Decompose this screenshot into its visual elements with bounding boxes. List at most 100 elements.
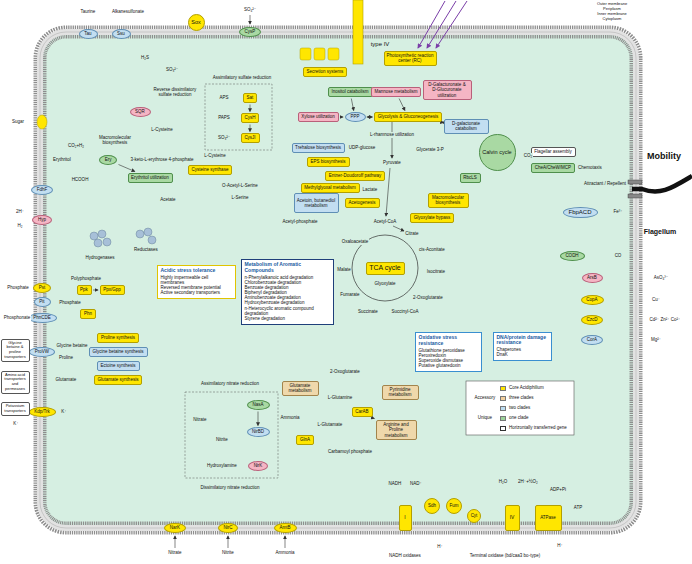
node-text: Macromolecular biosynthesis: [431, 195, 466, 205]
node-text: D-galactonate catabolism: [447, 121, 486, 131]
annotation-label: Ammonia: [280, 415, 300, 420]
annotation-label: CO₂+H₂: [67, 143, 84, 148]
pathway-connector: [351, 99, 353, 111]
annotation-label: Nitrite: [216, 437, 229, 442]
annotation-label: Nitrate: [168, 550, 182, 555]
annotation-label: L-Cysteine: [204, 153, 227, 158]
pathway-box: Glyoxylate bypass: [410, 213, 454, 223]
annotation-label: H₂S: [140, 55, 149, 60]
pathway-box: Glycine betaine synthesis: [89, 347, 148, 357]
node-text: Amino acid transporters and permeases: [4, 373, 27, 391]
reaction-arrow: [392, 122, 393, 158]
annotation-label: Proline: [58, 355, 73, 360]
transporter-oval: ArsB: [582, 273, 603, 283]
pathway-box: Trehalose biosynthesis: [292, 143, 345, 153]
pathway-box: Phn: [80, 309, 96, 319]
node-text: n-Heterocyclic aromatic compound degrada…: [245, 306, 330, 316]
transporter-oval: Ery: [99, 155, 117, 165]
legend-text: one clade: [509, 415, 529, 420]
annotation-label: Macromolecular biosynthesis: [94, 135, 135, 145]
annotation-label: SO₄²⁻: [243, 7, 256, 12]
type-iv-pilus: [353, 0, 363, 64]
node-text: NirC: [224, 525, 233, 530]
subunit: [136, 230, 144, 238]
annotation-label: NADH: [388, 481, 402, 486]
annotation-label: APS: [219, 95, 229, 100]
pathway-box: Glycolysis & Gluconeogenesis: [374, 112, 442, 122]
panel-heading: Acidic stress tolerance: [161, 268, 232, 274]
annotation-label: K⁺: [13, 421, 20, 426]
node-text: Ectoine synthesis: [100, 363, 135, 368]
legend-text: Horizontally transferred gene: [509, 425, 567, 430]
node-text: CysJI: [244, 135, 255, 140]
transporter-oval: NirK: [248, 461, 268, 471]
pathway-box: CarAB: [352, 407, 373, 417]
cycle-circle: Calvin cycle: [479, 134, 516, 171]
pathway-box: Glutamate synthesis: [94, 375, 142, 385]
pathway-box: IV: [505, 505, 520, 531]
annotation-label: 2-Oxoglutarate: [413, 295, 444, 300]
node-text: FbpACD: [568, 209, 591, 216]
node-text: AmtB: [279, 525, 290, 530]
annotation-label: K⁺: [61, 409, 68, 414]
node-text: Highly impermeable cell membranes: [161, 275, 232, 285]
annotation-label: Flagellum: [643, 228, 677, 236]
annotation-label: Dissimilatory nitrate reduction: [200, 485, 260, 490]
annotation-label: AsO₄³⁻: [653, 275, 669, 280]
node-text: Glycolysis & Gluconeogenesis: [378, 114, 439, 119]
motor-ring: [628, 180, 642, 184]
pathway-box: Mannose metabolism: [371, 87, 421, 97]
node-text: Inositol catabolism: [331, 89, 368, 94]
node-text: Sdh: [428, 503, 436, 508]
pathway-box: D-Galacturonate & D-Glucuronate utilizat…: [423, 80, 472, 100]
node-text: Cyt: [471, 513, 478, 518]
annotation-label: Acetyl-phosphate: [282, 219, 318, 224]
node-text: PhnCDE: [33, 315, 51, 320]
annotation-label: Unique: [477, 415, 492, 420]
uptake-arrow: [228, 536, 229, 548]
subunit: [94, 239, 102, 247]
node-text: CODH: [565, 253, 578, 258]
legend-text: two clades: [509, 405, 530, 410]
node-text: ProVW: [35, 349, 49, 354]
annotation-label: ATP: [573, 505, 583, 510]
pathway-box: Ppk: [77, 285, 92, 295]
legend-swatch: [500, 426, 506, 431]
node-text: EPS biosynthesis: [310, 159, 345, 164]
annotation-label: O-Acetyl-L-Serine: [222, 183, 259, 188]
node-text: Ssu: [117, 31, 125, 36]
node-text: Methylglyoxal metabolism: [304, 185, 356, 190]
annotation-label: Assimilatory nitrate reduction: [201, 381, 260, 386]
annotation-label: Isocitrate: [426, 269, 445, 274]
annotation-label: Cd²⁺ Zn²⁺ Co²⁺: [649, 317, 681, 322]
node-text: Proline synthesis: [101, 335, 135, 340]
transporter-oval: Kdp/Trk: [29, 407, 56, 417]
annotation-label: PAPS: [218, 115, 231, 120]
node-text: RbcLS: [463, 175, 477, 180]
annotation-label: Assimilatory sulfate reduction: [212, 75, 272, 80]
pathway-box: Glycine betaine & proline transporters: [1, 339, 30, 362]
pathway-box: Amino acid transporters and permeases: [1, 371, 30, 394]
node-text: SQR: [135, 109, 145, 114]
pathway-connector: [374, 418, 375, 419]
panel-heading: Oxidative stress resistance: [419, 335, 478, 347]
annotation-label: L-Glutamate: [317, 422, 343, 427]
annotation-label: 2-Oxoglutarate: [330, 369, 361, 374]
annotation-label: Lactate: [362, 187, 378, 192]
pathway-box: Inositol catabolism: [328, 87, 373, 97]
subunit: [103, 238, 111, 246]
node-text: Glutathione peroxidase: [419, 348, 478, 353]
tca-cycle-ring: [352, 235, 418, 301]
annotation-label: 3-keto-L-erythrose 4-phosphate: [130, 157, 194, 162]
annotation-label: L-Cysteine: [151, 127, 174, 132]
annotation-label: H₂: [17, 223, 23, 228]
node-text: Chaperones: [497, 347, 548, 352]
node-text: Benzoate degradation: [245, 285, 330, 290]
pathway-box: CheA/CheW/MCP: [531, 163, 575, 173]
pathway-connector: [258, 412, 259, 426]
node-text: Ppx/Gpp: [103, 287, 121, 292]
node-text: GlnA: [300, 437, 310, 442]
pathway-box: Cysteine synthase: [188, 165, 232, 175]
subunit: [148, 236, 156, 244]
pathway-box: ATPase: [535, 505, 562, 531]
